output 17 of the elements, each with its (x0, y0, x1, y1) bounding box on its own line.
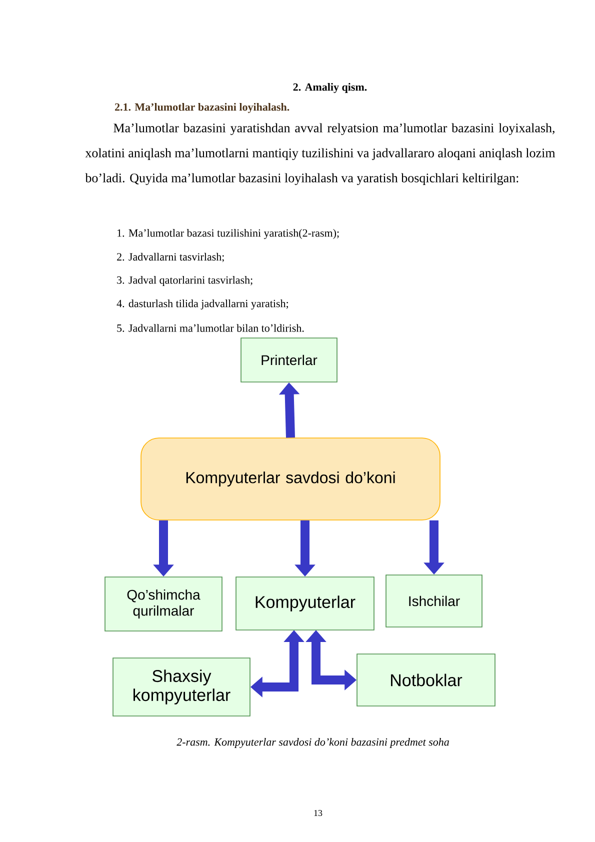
list-item: 4. dasturlash tilida jadvallarni yaratish; (116, 300, 288, 310)
process-box: Notboklar (356, 654, 496, 706)
store-box: Kompyuterlar savdosi do’koni (140, 438, 440, 520)
list-item: 5. Jadvallarni ma’lumotlar bilan to’ldirish. (117, 324, 304, 332)
heading: 2. Amaliy qism. (293, 83, 367, 93)
subheading: 2.1. Ma’lumotlar bazasini loyihalash. (115, 103, 290, 113)
caption: 2-rasm. Kompyuterlar savdosi do’koni bazasini predmet soha (176, 738, 449, 748)
process-box: Shaxsiy kompyuterlar (112, 658, 250, 716)
list-item: 1. Ma’lumotlar bazasi tuzilishini yaratish(2-rasm); (118, 229, 339, 239)
process-box: Kompyuterlar (236, 576, 374, 630)
process-box: Ishchilar (386, 574, 482, 628)
paragraph: Ma’lumotlar bazasini yaratishdan avval relyatsion ma’lumotlar bazasini loyixalash, xolatini aniqlash ma’lumotlarni mantiqiy tuzilishini va jadvallararo aloqani aniqlash lozim bo’ladi. Quyida ma’lumotlar bazasini loyihalash va yaratish bosqichlari keltirilgan: (85, 123, 556, 186)
list-item: 3. Jadval qatorlarini tasvirlash; (117, 276, 252, 286)
process-box: Printerlar (240, 338, 338, 382)
list-item: 2. Jadvallarni tasvirlash; (117, 252, 224, 262)
process-box: Qo’shimcha qurilmalar (104, 576, 222, 632)
page-number: 13 (314, 810, 322, 816)
